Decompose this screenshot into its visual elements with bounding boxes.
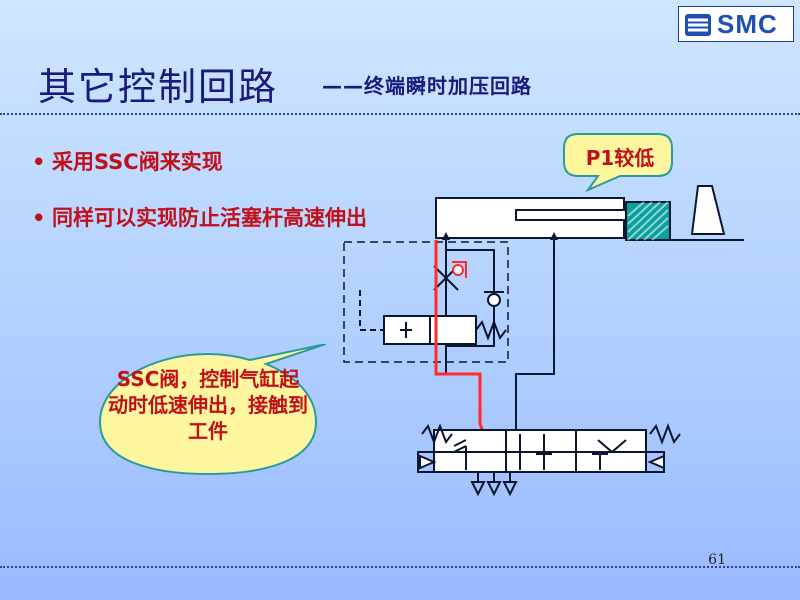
check-valve-red-bracket <box>452 261 467 278</box>
pneumatic-schematic <box>330 170 780 510</box>
ssc-pilot-lines <box>359 290 384 331</box>
exhaust-mid-icon <box>486 481 502 497</box>
page-subtitle: ——终端瞬时加压回路 <box>322 74 532 98</box>
piston-rod <box>515 209 627 221</box>
ssc-spring-icon <box>475 319 507 341</box>
line-check2 <box>446 304 495 347</box>
page-title: 其它控制回路 <box>38 65 279 109</box>
check-valve-red-icon <box>452 264 464 276</box>
smc-logo-icon <box>685 14 711 36</box>
schematic-svg <box>343 185 744 497</box>
line-right-to-valve <box>515 240 555 430</box>
left-spring-icon <box>421 423 453 445</box>
port-left <box>442 232 450 240</box>
callout-p1-text: P1较低 <box>585 146 655 170</box>
bullet-list: • 采用SSC阀来实现 • 同样可以实现防止活塞杆高速伸出 <box>32 146 452 234</box>
check-valve-ball-icon <box>487 293 501 307</box>
callout-ssc: SSC阀，控制气缸起动时低速伸出，接触到工件 <box>90 343 327 482</box>
line-check <box>446 249 495 304</box>
callout-ssc-shape <box>98 343 327 476</box>
ssc-pilot-arrow-icon <box>400 322 412 338</box>
exhaust-right-icon <box>502 481 518 497</box>
bullet-dot-icon: • <box>32 150 46 174</box>
right-solenoid-icon <box>647 454 665 470</box>
ssc-valve-box <box>343 241 509 363</box>
footer-divider <box>0 566 800 568</box>
bullet-text: 同样可以实现防止活塞杆高速伸出 <box>52 206 367 230</box>
port-right <box>550 232 558 240</box>
bullet-item-2: • 同样可以实现防止活塞杆高速伸出 <box>32 202 452 234</box>
stop-block <box>690 185 726 235</box>
smc-logo-text: SMC <box>717 9 778 39</box>
smc-logo: SMC <box>678 6 794 42</box>
workpiece-hatch <box>627 201 669 241</box>
callout-p1: P1较低 <box>560 128 678 193</box>
bullet-text: 采用SSC阀来实现 <box>52 150 223 174</box>
bullet-item-1: • 采用SSC阀来实现 <box>32 146 452 178</box>
left-solenoid-icon <box>419 454 437 470</box>
page-number: 61 <box>708 552 726 568</box>
callout-p1-shape <box>563 133 673 193</box>
title-divider <box>0 113 800 115</box>
exhaust-left-icon <box>470 481 486 497</box>
bullet-dot-icon: • <box>32 206 46 230</box>
callout-ssc-text: SSC阀，控制气缸起动时低速伸出，接触到工件 <box>108 367 308 443</box>
right-spring-icon <box>649 423 681 445</box>
